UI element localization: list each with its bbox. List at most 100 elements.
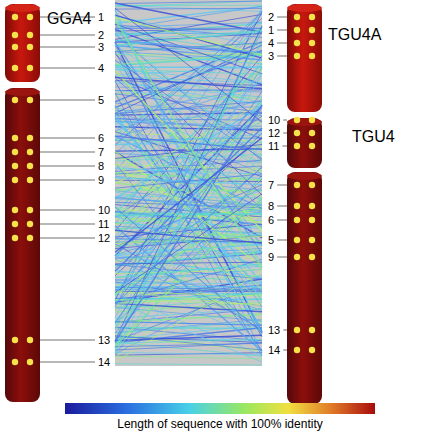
synteny-line xyxy=(115,128,262,271)
synteny-line xyxy=(115,262,262,264)
chromosome-arm xyxy=(287,118,322,168)
leader-line xyxy=(277,30,287,31)
synteny-line xyxy=(115,54,262,64)
synteny-line xyxy=(115,28,262,29)
marker-dot xyxy=(12,359,18,365)
synteny-line xyxy=(115,213,262,214)
synteny-line xyxy=(115,106,262,256)
marker-dot xyxy=(294,182,300,188)
marker-dot xyxy=(27,359,33,365)
synteny-line xyxy=(115,207,262,333)
marker-dot xyxy=(294,347,300,353)
synteny-line xyxy=(115,337,262,351)
synteny-line xyxy=(115,138,262,252)
synteny-line xyxy=(115,73,262,339)
callout-number: 11 xyxy=(98,218,109,230)
chromosome-label: GGA4 xyxy=(47,10,91,28)
chromosome-arm xyxy=(5,4,40,82)
synteny-line xyxy=(115,1,262,4)
leader-line xyxy=(277,43,287,44)
synteny-line xyxy=(115,145,262,159)
marker-dot xyxy=(309,14,315,20)
marker-dot xyxy=(294,217,300,223)
synteny-line xyxy=(115,8,262,10)
synteny-line xyxy=(115,5,262,6)
chromosome-arm xyxy=(5,88,40,402)
synteny-line xyxy=(115,1,262,7)
leader-line xyxy=(40,180,95,181)
synteny-line xyxy=(115,271,262,362)
leader-line xyxy=(277,56,287,57)
leader-line xyxy=(40,138,95,139)
synteny-line xyxy=(115,54,262,195)
callout-number: 1 xyxy=(98,11,104,23)
marker-dot xyxy=(27,163,33,169)
marker-dot xyxy=(12,14,18,20)
marker-dot xyxy=(309,143,315,149)
marker-dot xyxy=(12,337,18,343)
marker-dot xyxy=(309,40,315,46)
callout-number: 8 xyxy=(98,160,104,172)
callout-number: 2 xyxy=(268,11,274,23)
synteny-line xyxy=(115,199,262,323)
marker-dot xyxy=(294,117,300,123)
synteny-line xyxy=(115,187,262,268)
synteny-line xyxy=(115,24,262,74)
callout-number: 5 xyxy=(98,94,104,106)
marker-dot xyxy=(294,254,300,260)
marker-dot xyxy=(27,14,33,20)
synteny-line xyxy=(115,20,262,268)
chromosome-name: GGA4 xyxy=(47,10,91,27)
chromosome-arm xyxy=(287,4,322,112)
marker-dot xyxy=(294,327,300,333)
callout-number: 12 xyxy=(268,127,280,139)
marker-dot xyxy=(12,32,18,38)
synteny-line xyxy=(115,108,262,323)
marker-dot xyxy=(27,44,33,50)
chromosome-label: TGU4A xyxy=(328,26,381,44)
synteny-line xyxy=(115,105,262,342)
synteny-line xyxy=(115,175,262,354)
marker-dot xyxy=(27,135,33,141)
callout-number: 10 xyxy=(98,204,110,216)
marker-dot xyxy=(12,207,18,213)
synteny-line xyxy=(115,101,262,240)
synteny-line xyxy=(115,26,262,341)
synteny-line xyxy=(115,21,262,177)
synteny-line xyxy=(115,56,262,353)
callout-number: 14 xyxy=(98,356,110,368)
marker-dot xyxy=(12,177,18,183)
synteny-line xyxy=(115,174,262,188)
callout-number: 1 xyxy=(268,24,274,36)
marker-dot xyxy=(309,182,315,188)
synteny-line xyxy=(115,343,262,350)
synteny-line xyxy=(115,206,262,334)
marker-dot xyxy=(12,221,18,227)
marker-dot xyxy=(12,44,18,50)
marker-dot xyxy=(294,130,300,136)
synteny-line xyxy=(115,280,262,290)
callout-number: 11 xyxy=(268,140,279,152)
synteny-line xyxy=(115,29,262,31)
callout-number: 10 xyxy=(268,114,280,126)
leader-line xyxy=(277,220,287,221)
synteny-line xyxy=(115,301,262,362)
synteny-line xyxy=(115,27,262,136)
synteny-line xyxy=(115,163,262,351)
synteny-line xyxy=(115,70,262,83)
marker-dot xyxy=(309,130,315,136)
marker-dot xyxy=(294,14,300,20)
synteny-line xyxy=(115,230,262,243)
leader-line xyxy=(40,47,95,48)
leader-line xyxy=(40,152,95,153)
marker-dot xyxy=(12,149,18,155)
marker-dot xyxy=(27,177,33,183)
synteny-line xyxy=(115,44,262,52)
marker-dot xyxy=(27,337,33,343)
synteny-line xyxy=(115,30,262,40)
leader-line xyxy=(40,68,95,69)
marker-dot xyxy=(309,117,315,123)
leader-line xyxy=(40,210,95,211)
callout-number: 5 xyxy=(268,234,274,246)
